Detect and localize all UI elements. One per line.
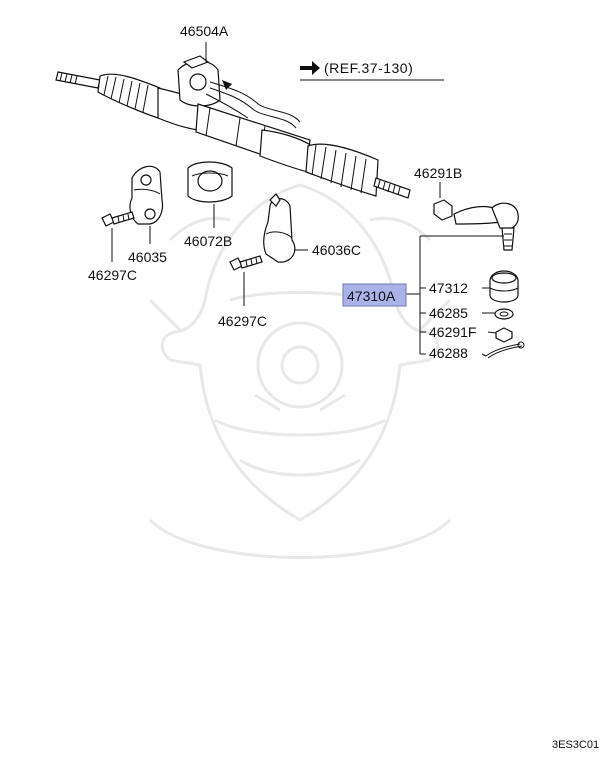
part-label-47310A: 47310A [347, 288, 396, 304]
part-46288-cotter-pin[interactable] [485, 341, 525, 359]
part-46285-ring[interactable] [494, 308, 514, 320]
image-code: 3ES3C01 [552, 739, 599, 751]
part-46291B-nut[interactable]: 46291B [414, 165, 462, 221]
reference-text: (REF.37-130) [324, 60, 413, 76]
callout-47310A[interactable]: 47310A [342, 283, 407, 307]
part-label-47312[interactable]: 47312 [429, 280, 468, 296]
part-46297C-bolt-left[interactable]: 46297C [88, 211, 137, 283]
reference-note[interactable]: (REF.37-130) [300, 60, 444, 81]
part-label-46288[interactable]: 46288 [429, 345, 468, 361]
highlight-box-47310A [342, 283, 407, 307]
part-47312-boot[interactable] [489, 270, 519, 303]
part-label-46291B: 46291B [414, 165, 462, 181]
part-label-46504A: 46504A [180, 23, 229, 39]
part-label-46036C: 46036C [312, 242, 361, 258]
reference-arrow-icon [300, 61, 320, 75]
part-46035-bracket[interactable]: 46035 [128, 165, 167, 265]
part-label-46297C-center: 46297C [218, 313, 267, 329]
flow-arrow-icon [222, 80, 232, 90]
part-46291F-nut[interactable] [495, 327, 513, 343]
part-46036C-clamp[interactable]: 46036C [263, 193, 361, 263]
steering-rack-assembly[interactable] [55, 55, 411, 199]
part-label-46035: 46035 [128, 249, 167, 265]
part-label-46072B: 46072B [184, 233, 232, 249]
tie-rod-end[interactable] [453, 202, 519, 251]
callout-46504A[interactable]: 46504A [180, 23, 229, 62]
part-label-46297C-left: 46297C [88, 267, 137, 283]
part-46297C-bolt-center[interactable]: 46297C [218, 255, 267, 329]
part-label-46285[interactable]: 46285 [429, 305, 468, 321]
part-label-46291F[interactable]: 46291F [429, 324, 476, 340]
part-46072B-bushing[interactable]: 46072B [184, 161, 233, 249]
assembly-bracket-47310A [406, 235, 504, 357]
